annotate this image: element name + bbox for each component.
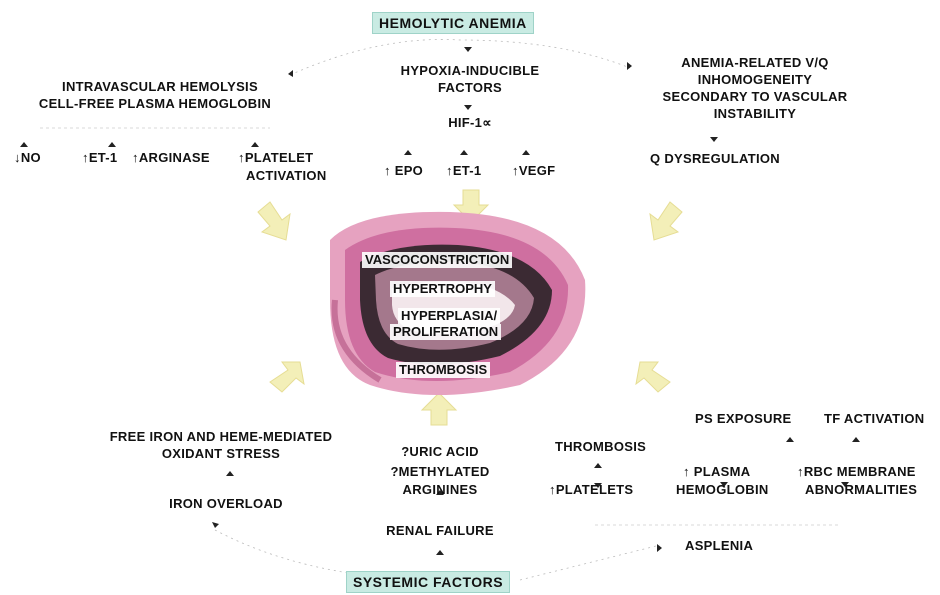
vq-line3: SECONDARY TO VASCULAR — [630, 88, 880, 105]
tf-activation: TF ACTIVATION — [824, 410, 924, 427]
no-effect: ↓NO — [14, 149, 41, 166]
activation-label: ACTIVATION — [246, 167, 327, 184]
vq-line2: INHOMOGENEITY — [630, 71, 880, 88]
up-arrow-icon: ↑ — [384, 163, 391, 178]
asplenia: ASPLENIA — [685, 537, 753, 554]
arginase-effect: ↑ARGINASE — [132, 149, 210, 166]
et1-effect-center: ↑ET-1 — [446, 162, 481, 179]
center-vasoconstriction: VASCOCONSTRICTION — [362, 252, 512, 268]
rbc-effect: ↑RBC MEMBRANE — [797, 463, 916, 480]
up-arrow-icon: ↑ — [238, 150, 245, 165]
center-thrombosis: THROMBOSIS — [396, 362, 490, 378]
ps-exposure: PS EXPOSURE — [695, 410, 792, 427]
vq-line1: ANEMIA-RELATED V/Q — [630, 54, 880, 71]
up-arrow-icon: ↑ — [512, 163, 519, 178]
thrombosis-right: THROMBOSIS — [555, 438, 646, 455]
uric-acid: ?URIC ACID — [380, 443, 500, 460]
hemoglobin-label: HEMOGLOBIN — [676, 481, 769, 498]
arginines: ARGININES — [375, 481, 505, 498]
platelets-effect: ↑PLATELETS — [549, 481, 633, 498]
up-arrow-icon: ↑ — [797, 464, 804, 479]
up-arrow-icon: ↑ — [446, 163, 453, 178]
hypoxia-line2: FACTORS — [370, 79, 570, 96]
up-arrow-icon: ↑ — [549, 482, 556, 497]
hemolysis-line1: INTRAVASCULAR HEMOLYSIS — [30, 78, 290, 95]
methylated: ?METHYLATED — [375, 463, 505, 480]
connector-arc — [520, 545, 660, 580]
vegf-effect: ↑VEGF — [512, 162, 555, 179]
q-dysregulation: Q DYSREGULATION — [640, 150, 790, 167]
iron-overload: IRON OVERLOAD — [146, 495, 306, 512]
hif-label: HIF-1∝ — [420, 114, 520, 131]
up-arrow-icon: ↑ — [683, 464, 690, 479]
vq-line4: INSTABILITY — [630, 105, 880, 122]
et1-effect: ↑ET-1 — [82, 149, 117, 166]
renal-failure: RENAL FAILURE — [370, 522, 510, 539]
hemolysis-line2: CELL-FREE PLASMA HEMOGLOBIN — [10, 95, 300, 112]
hypoxia-line1: HYPOXIA-INDUCIBLE — [370, 62, 570, 79]
down-arrow-icon: ↓ — [14, 150, 21, 165]
top-title: HEMOLYTIC ANEMIA — [372, 12, 534, 34]
abnormalities-label: ABNORMALITIES — [805, 481, 917, 498]
iron-stress-line1: FREE IRON AND HEME-MEDIATED — [96, 428, 346, 445]
up-arrow-icon: ↑ — [132, 150, 139, 165]
center-proliferation: PROLIFERATION — [390, 324, 501, 340]
plasma-effect: ↑ PLASMA — [683, 463, 750, 480]
platelet-effect: ↑PLATELET — [238, 149, 313, 166]
iron-stress-line2: OXIDANT STRESS — [146, 445, 296, 462]
center-hypertrophy: HYPERTROPHY — [390, 281, 495, 297]
up-arrow-icon: ↑ — [82, 150, 89, 165]
epo-effect: ↑ EPO — [384, 162, 423, 179]
center-hyperplasia: HYPERPLASIA/ — [398, 308, 500, 324]
bottom-title: SYSTEMIC FACTORS — [346, 571, 510, 593]
